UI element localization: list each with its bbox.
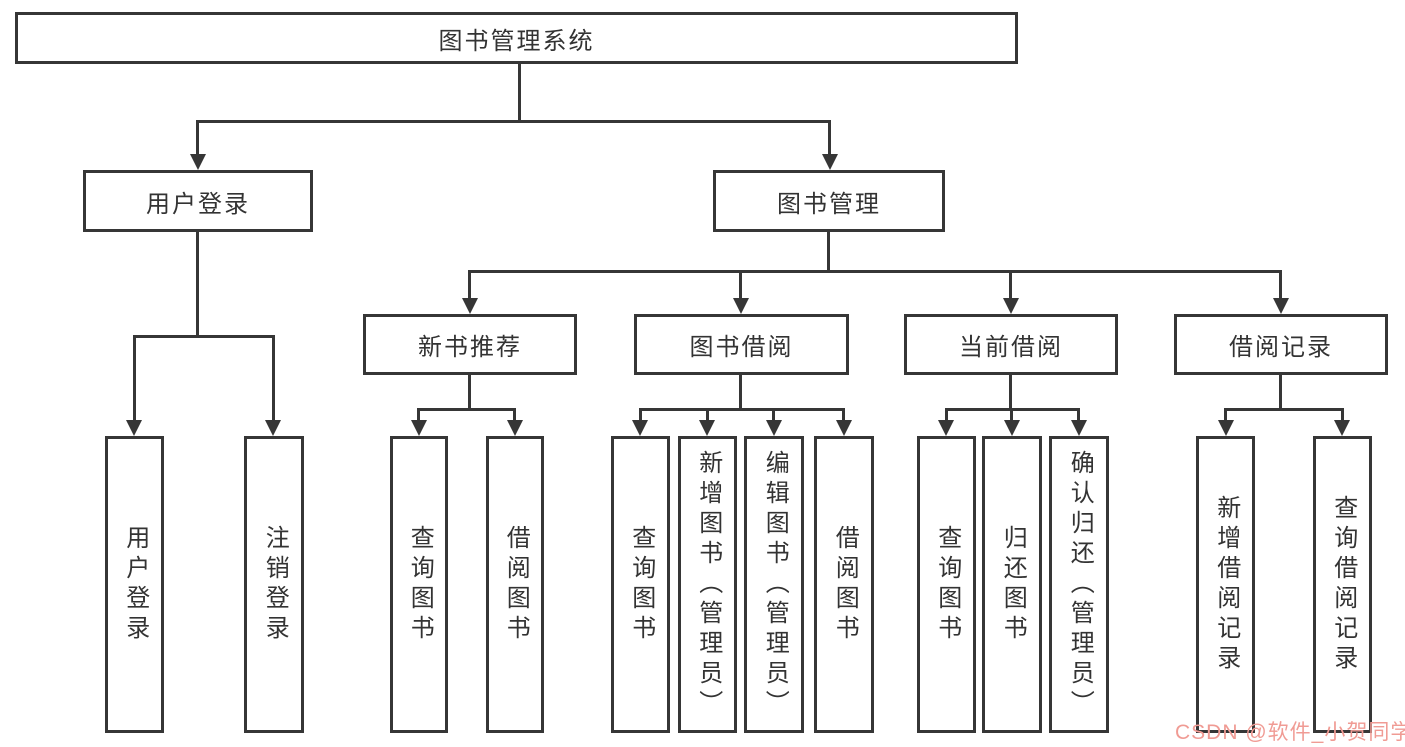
leaf-query-borrow-record: 查询借阅记录 [1313, 436, 1372, 733]
leaf-add-borrow-record: 新增借阅记录 [1196, 436, 1255, 733]
connector-line [518, 64, 521, 120]
node-borrow-records: 借阅记录 [1174, 314, 1388, 375]
connector-line [468, 375, 471, 408]
connector-line [468, 270, 1282, 273]
arrow-down-icon [462, 298, 478, 314]
connector-line [828, 120, 831, 156]
leaf-query-books-recommend: 查询图书 [390, 436, 448, 733]
connector-line [196, 120, 199, 156]
leaf-add-books-admin: 新增图书（管理员） [678, 436, 737, 733]
leaf-user-login: 用户登录 [105, 436, 164, 733]
leaf-query-books-borrow: 查询图书 [611, 436, 670, 733]
arrow-down-icon [1004, 420, 1020, 436]
connector-line [1224, 408, 1227, 422]
node-current-borrow: 当前借阅 [904, 314, 1118, 375]
arrow-down-icon [632, 420, 648, 436]
arrow-down-icon [938, 420, 954, 436]
connector-line [1010, 408, 1013, 422]
connector-line [706, 408, 709, 422]
arrow-down-icon [1071, 420, 1087, 436]
connector-line [133, 335, 136, 420]
arrow-down-icon [1218, 420, 1234, 436]
arrow-down-icon [126, 420, 142, 436]
arrow-down-icon [265, 420, 281, 436]
connector-line [513, 408, 516, 422]
arrow-down-icon [411, 420, 427, 436]
arrow-down-icon [836, 420, 852, 436]
connector-line [639, 408, 642, 422]
connector-line [945, 408, 948, 422]
connector-line [772, 408, 775, 422]
node-book-management: 图书管理 [713, 170, 945, 232]
arrow-down-icon [733, 298, 749, 314]
connector-line [827, 232, 830, 270]
connector-line [1224, 408, 1343, 411]
arrow-down-icon [190, 154, 206, 170]
leaf-borrow-books-recommend: 借阅图书 [486, 436, 544, 733]
connector-line [196, 232, 199, 335]
arrow-down-icon [507, 420, 523, 436]
connector-line [842, 408, 845, 422]
connector-line [739, 375, 742, 408]
connector-line [1009, 270, 1012, 298]
leaf-logout: 注销登录 [244, 436, 304, 733]
connector-line [1341, 408, 1344, 422]
connector-line [417, 408, 420, 422]
node-book-borrow: 图书借阅 [634, 314, 849, 375]
arrow-down-icon [766, 420, 782, 436]
connector-line [133, 335, 275, 338]
node-user-login: 用户登录 [83, 170, 313, 232]
arrow-down-icon [1273, 298, 1289, 314]
leaf-query-books-current: 查询图书 [917, 436, 976, 733]
leaf-confirm-return-admin: 确认归还（管理员） [1049, 436, 1109, 733]
arrow-down-icon [822, 154, 838, 170]
connector-line [196, 120, 831, 123]
connector-line [272, 335, 275, 420]
connector-line [739, 270, 742, 298]
arrow-down-icon [699, 420, 715, 436]
connector-line [1009, 375, 1012, 408]
leaf-edit-books-admin: 编辑图书（管理员） [744, 436, 804, 733]
leaf-borrow-books: 借阅图书 [814, 436, 874, 733]
connector-line [1279, 270, 1282, 298]
connector-line [468, 270, 471, 298]
node-new-book-recommend: 新书推荐 [363, 314, 577, 375]
csdn-watermark: CSDN @软件_小贺同学 [1175, 721, 1405, 744]
arrow-down-icon [1003, 298, 1019, 314]
connector-line [417, 408, 516, 411]
node-library-management-system: 图书管理系统 [15, 12, 1018, 64]
connector-line [1279, 375, 1282, 408]
arrow-down-icon [1334, 420, 1350, 436]
leaf-return-books: 归还图书 [982, 436, 1042, 733]
connector-line [1077, 408, 1080, 422]
connector-line [639, 408, 845, 411]
